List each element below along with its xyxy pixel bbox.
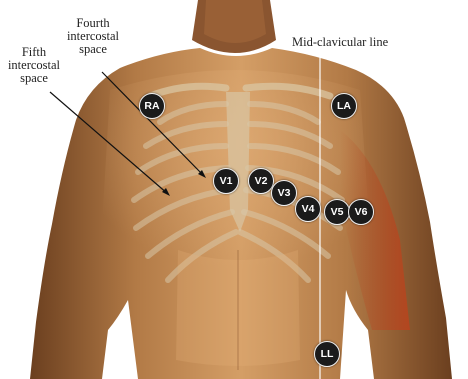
electrode-v6: V6 bbox=[348, 199, 374, 225]
electrode-v5: V5 bbox=[324, 199, 350, 225]
electrode-v3: V3 bbox=[271, 180, 297, 206]
fifth-intercostal-label: Fifth intercostal space bbox=[2, 46, 66, 85]
fourth-intercostal-label: Fourth intercostal space bbox=[58, 17, 128, 56]
electrode-v1: V1 bbox=[213, 168, 239, 194]
electrode-ra: RA bbox=[139, 93, 165, 119]
electrode-v2: V2 bbox=[248, 168, 274, 194]
mid-clavicular-label: Mid-clavicular line bbox=[292, 36, 432, 49]
electrode-v4: V4 bbox=[295, 196, 321, 222]
electrode-la: LA bbox=[331, 93, 357, 119]
electrode-ll: LL bbox=[314, 341, 340, 367]
